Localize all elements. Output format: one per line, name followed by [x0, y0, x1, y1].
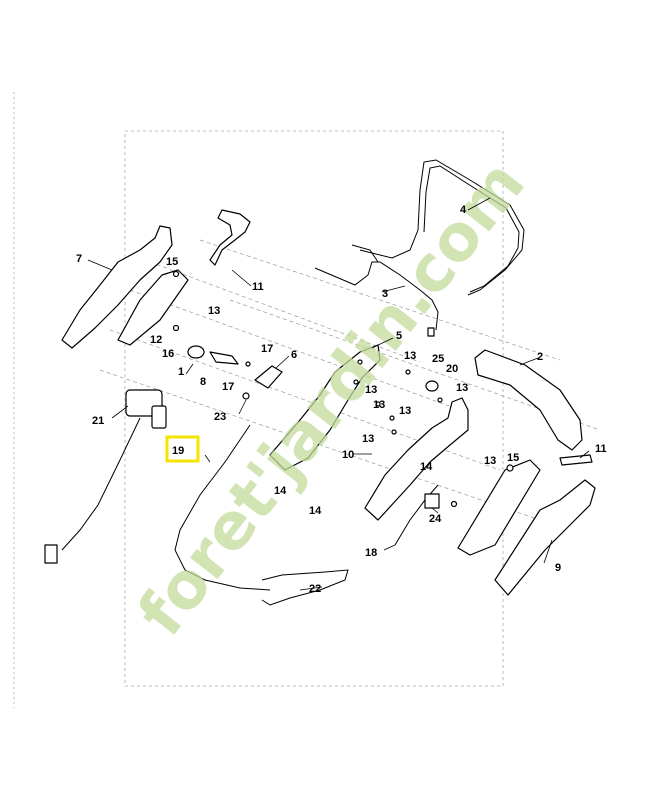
switch-24	[424, 493, 440, 509]
callout-9: 9	[555, 562, 561, 574]
diagram-frame	[124, 130, 504, 687]
callout-13-b: 13	[404, 350, 416, 362]
thin-lever	[394, 484, 439, 546]
callout-8: 8	[200, 376, 206, 388]
callout-13-d: 13	[373, 399, 385, 411]
right-mount-bracket	[364, 397, 469, 521]
callout-13-f: 13	[399, 405, 411, 417]
watermark-text: foret'jardin.com	[124, 147, 539, 650]
motor-unit-side	[151, 405, 167, 429]
callout-1: 1	[178, 366, 184, 378]
left-post	[117, 269, 189, 346]
left-grip	[209, 209, 251, 266]
callout-22: 22	[309, 583, 321, 595]
callout-13-e: 13	[456, 382, 468, 394]
callout-13-h: 13	[484, 455, 496, 467]
watermark: foret'jardin.com	[124, 147, 539, 650]
callout-2: 2	[537, 351, 543, 363]
callout-6: 6	[291, 349, 297, 361]
control-cable	[174, 424, 271, 591]
callout-23: 23	[214, 411, 226, 423]
left-mount-bracket	[61, 225, 173, 349]
callout-11-right: 11	[595, 443, 607, 455]
motor-plug	[44, 544, 58, 564]
callout-20: 20	[446, 363, 458, 375]
cable-loop	[261, 569, 349, 606]
callout-13-g: 13	[362, 433, 374, 445]
callout-18: 18	[365, 547, 377, 559]
callout-12: 12	[150, 334, 162, 346]
upper-handle-bar-inner	[423, 165, 520, 293]
callout-14-a: 14	[274, 485, 287, 497]
lower-right-handle	[494, 479, 596, 596]
callouts: 7 15 11 13 4 3 12 16 1 8 17 17 6 5 13 25…	[76, 204, 607, 595]
center-mount-bracket	[269, 344, 381, 471]
callout-11-left: 11	[252, 281, 264, 293]
callout-5: 5	[396, 330, 402, 342]
callout-17-bottom: 17	[222, 381, 234, 393]
callout-19: 19	[172, 445, 184, 457]
right-clip	[559, 454, 593, 466]
highlight-19	[165, 435, 200, 463]
callout-10: 10	[342, 449, 354, 461]
lower-handle-end	[427, 327, 435, 337]
callout-7: 7	[76, 253, 82, 265]
callout-15-left: 15	[166, 256, 178, 268]
callout-13-left: 13	[208, 305, 220, 317]
leader-lines	[87, 197, 590, 591]
lower-handle-bar-2	[351, 244, 379, 263]
callout-16: 16	[162, 348, 174, 360]
callout-14-right: 14	[420, 461, 433, 473]
lower-handle-bar	[314, 261, 439, 331]
motor-cable	[61, 417, 141, 551]
right-bracket	[457, 459, 541, 556]
callout-25: 25	[432, 353, 444, 365]
callout-15-right: 15	[507, 452, 519, 464]
callout-4: 4	[460, 204, 467, 216]
callout-3: 3	[382, 288, 388, 300]
callout-14-b: 14	[309, 505, 322, 517]
callout-21: 21	[92, 415, 104, 427]
callout-24: 24	[429, 513, 442, 525]
callout-13-c: 13	[365, 384, 377, 396]
right-side-strap	[474, 349, 583, 451]
hardware	[172, 270, 514, 508]
callout-17-top: 17	[261, 343, 273, 355]
